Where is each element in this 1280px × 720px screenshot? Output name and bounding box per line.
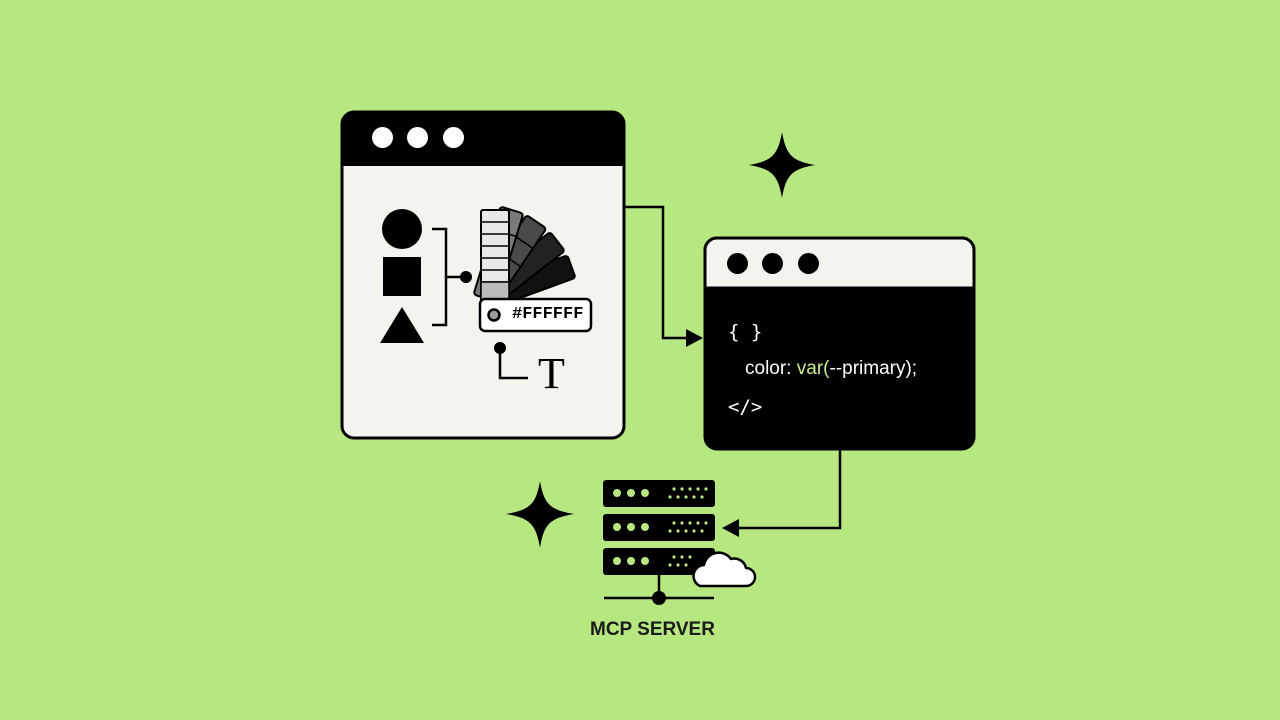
type-icon: T [538,349,565,398]
window-dot-icon [727,253,748,274]
sparkle-icon [749,132,815,198]
color-fan-icon [473,206,576,310]
code-line-braces: { } [728,321,763,343]
code-window [703,236,976,451]
code-argument: --primary [829,358,906,379]
design-window-titlebar [342,112,624,166]
hex-swatch-card [478,297,593,333]
hex-value-label: #FFFFFF [512,305,584,324]
server-rack-icon [603,480,715,605]
bracket-node [460,271,472,283]
type-connector [498,348,528,380]
server-label: MCP SERVER [590,619,715,640]
design-window [340,110,626,440]
window-dot-icon [407,127,428,148]
code-property: color: [745,358,797,379]
code-function: var( [796,358,830,379]
arrowhead-icon [722,519,739,537]
triangle-shape-icon [380,307,424,343]
window-dot-icon [762,253,783,274]
code-to-server-connector [738,450,842,530]
sparkle-icon [506,481,574,548]
window-dot-icon [798,253,819,274]
window-dot-icon [443,127,464,148]
window-dot-icon [372,127,393,148]
arrowhead-icon [686,329,703,347]
code-window-titlebar [703,236,976,290]
circle-shape-icon [382,209,422,249]
code-line-tag: </> [728,396,763,418]
code-line-declaration: color: var(--primary); [745,358,917,380]
cloud-icon [692,551,757,588]
design-to-code-connector [624,205,690,340]
square-shape-icon [383,257,421,296]
swatch-dot [487,308,501,322]
code-suffix: ); [905,358,918,379]
